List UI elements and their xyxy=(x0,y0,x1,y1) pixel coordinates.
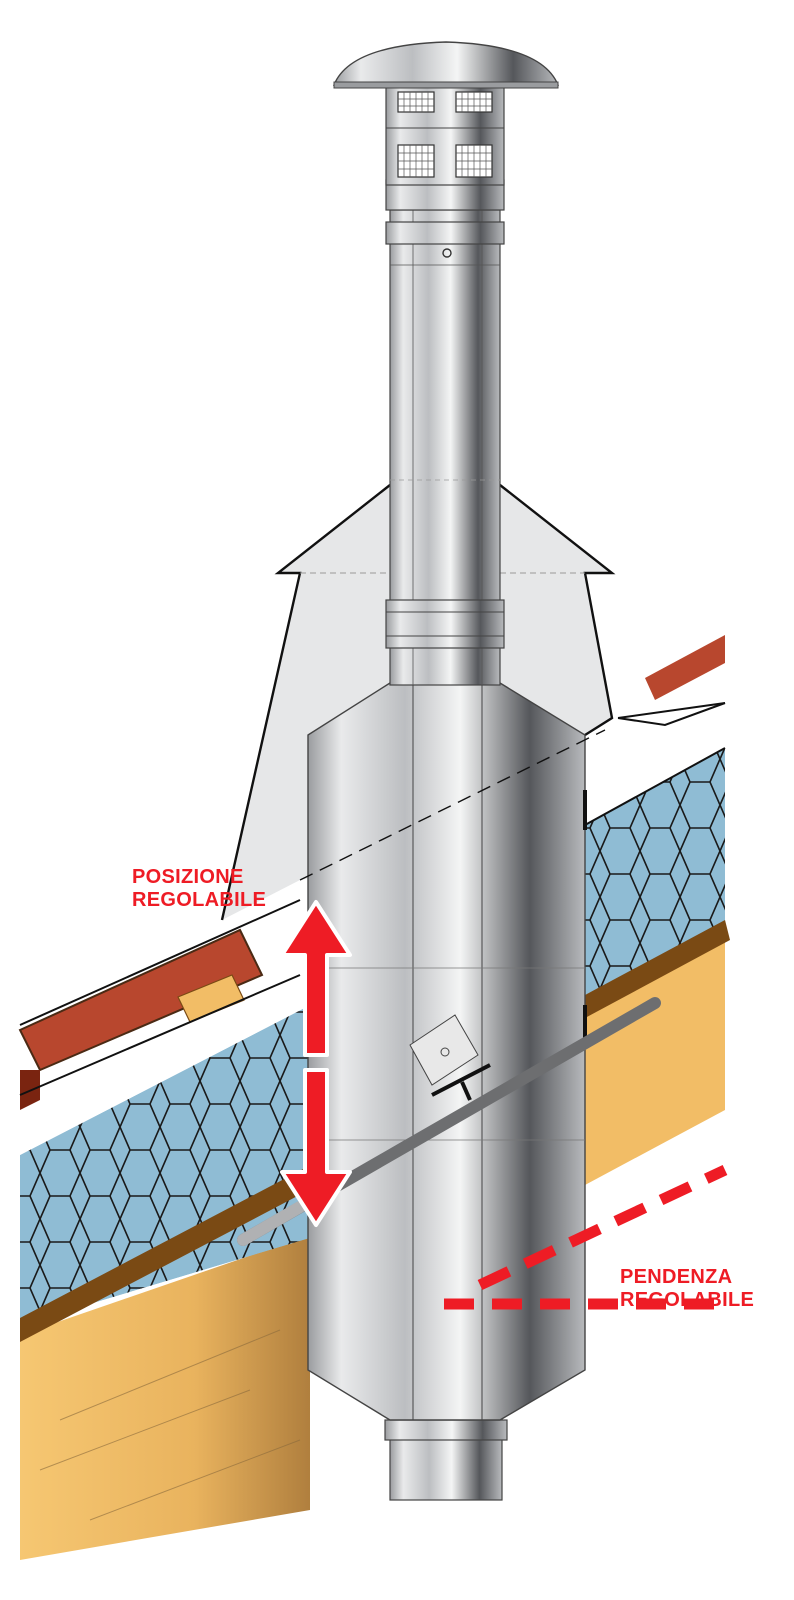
rafter-left xyxy=(20,1168,305,1342)
rafter-right xyxy=(585,920,730,1018)
adjustable-slope-line-1: PENDENZA xyxy=(620,1266,733,1288)
adjustable-slope-line-2: REGOLABILE xyxy=(620,1289,755,1311)
adjustable-position-line-1: POSIZIONE xyxy=(132,866,244,888)
wood-beam-left xyxy=(20,1235,310,1560)
rain-cap xyxy=(332,41,560,211)
insulated-sleeve xyxy=(299,682,606,1421)
tile-strip-right xyxy=(645,635,725,700)
double-vertical-arrow-icon xyxy=(280,900,352,1227)
roof-left xyxy=(18,899,320,1560)
dashed-angle-icon xyxy=(444,1165,728,1310)
tile-strip-left xyxy=(18,928,264,1072)
roof-right xyxy=(584,635,730,1185)
adjustable-position-label: POSIZIONE REGOLABILE xyxy=(132,866,266,912)
adjustable-position-line-2: REGOLABILE xyxy=(132,889,267,911)
tile-band-right xyxy=(585,748,725,995)
upper-pipe xyxy=(385,209,505,686)
adjustable-slope-label: PENDENZA REGOLABILE xyxy=(620,1266,754,1312)
